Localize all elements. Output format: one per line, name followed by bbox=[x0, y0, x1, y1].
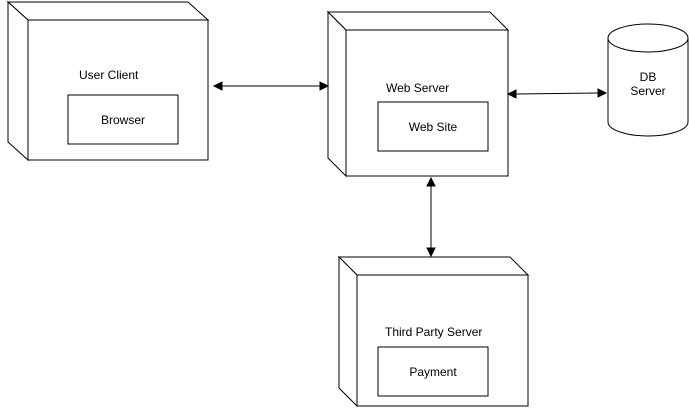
web-server-node-side-face bbox=[327, 10, 347, 178]
db-server-label-line2: Server bbox=[630, 84, 665, 98]
db-cylinder-top bbox=[607, 23, 689, 53]
user-client-node-side-face bbox=[7, 0, 29, 162]
web-site-component[interactable]: Web Site bbox=[377, 101, 489, 152]
web-site-box bbox=[377, 101, 489, 152]
arrowhead-right bbox=[597, 88, 608, 98]
edge-web-server-third-party bbox=[426, 176, 436, 258]
edge-web-server-db-server bbox=[506, 88, 608, 99]
edge-user-client-web-server bbox=[212, 81, 330, 91]
arrowhead-left bbox=[212, 81, 223, 91]
web-server-node-top-face bbox=[326, 11, 510, 31]
payment-label: Payment bbox=[409, 365, 457, 379]
db-server-node[interactable]: DB Server bbox=[607, 23, 689, 137]
third-party-server-title: Third Party Server bbox=[385, 325, 482, 339]
web-server-node[interactable]: Web Server Web Site bbox=[326, 10, 510, 178]
db-cylinder-body bbox=[607, 38, 689, 137]
arrowhead-up bbox=[426, 176, 436, 187]
third-party-server-node[interactable]: Third Party Server Payment bbox=[337, 255, 530, 408]
browser-label: Browser bbox=[101, 113, 145, 127]
payment-component[interactable]: Payment bbox=[377, 346, 489, 397]
payment-box bbox=[377, 346, 489, 397]
third-party-node-top-face bbox=[337, 256, 530, 276]
third-party-node-side-face bbox=[338, 255, 358, 408]
user-client-node-top-face bbox=[6, 1, 210, 21]
edge-line bbox=[515, 92, 599, 95]
web-server-title: Web Server bbox=[386, 81, 449, 95]
browser-box bbox=[67, 94, 179, 145]
user-client-title: User Client bbox=[79, 68, 139, 82]
web-site-label: Web Site bbox=[409, 120, 458, 134]
browser-component[interactable]: Browser bbox=[67, 94, 179, 145]
db-server-label-line1: DB bbox=[640, 70, 657, 84]
arrowhead-down bbox=[426, 247, 436, 258]
arrowhead-left bbox=[506, 89, 517, 99]
arrowhead-right bbox=[319, 81, 330, 91]
user-client-node[interactable]: User Client Browser bbox=[6, 0, 210, 162]
